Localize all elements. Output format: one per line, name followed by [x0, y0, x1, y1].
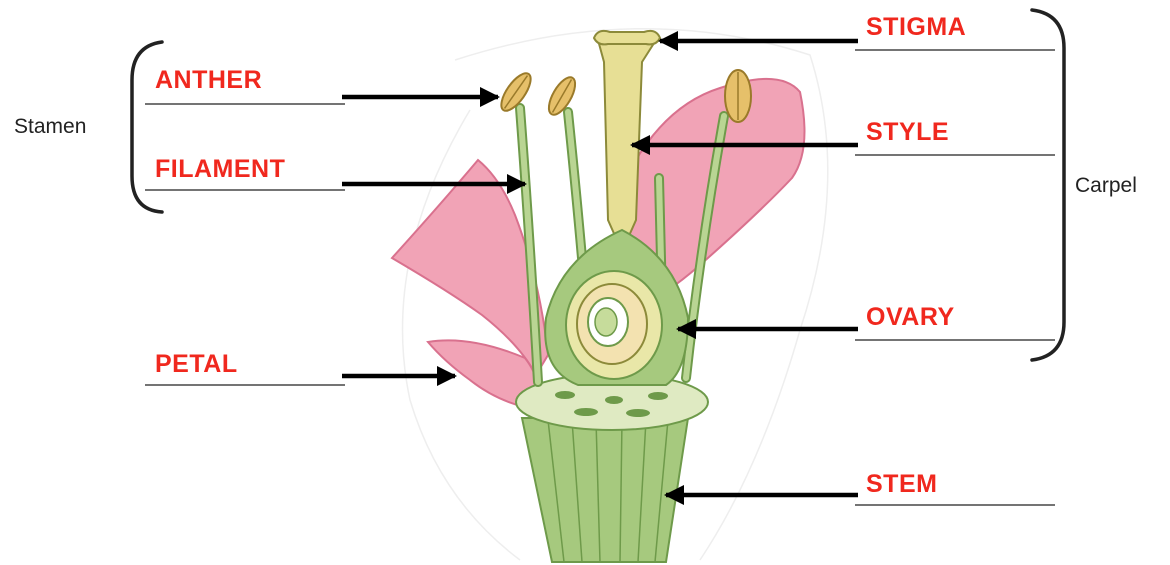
carpel-group-label: Carpel — [1075, 175, 1137, 196]
stamen-group-label: Stamen — [14, 116, 86, 137]
flower-illustration — [392, 31, 805, 562]
stem-body — [522, 418, 688, 562]
ovary-label: OVARY — [866, 305, 955, 330]
stem-label: STEM — [866, 472, 937, 497]
anther-2 — [544, 73, 581, 118]
anther-3 — [725, 70, 751, 122]
stigma-label: STIGMA — [866, 15, 966, 40]
ovule-core — [595, 308, 617, 336]
stigma-head — [594, 31, 660, 45]
anther-label: ANTHER — [155, 68, 262, 93]
filament-label: FILAMENT — [155, 157, 285, 182]
carpel-bracket — [1032, 10, 1064, 360]
petal-label: PETAL — [155, 352, 238, 377]
style-label: STYLE — [866, 120, 949, 145]
